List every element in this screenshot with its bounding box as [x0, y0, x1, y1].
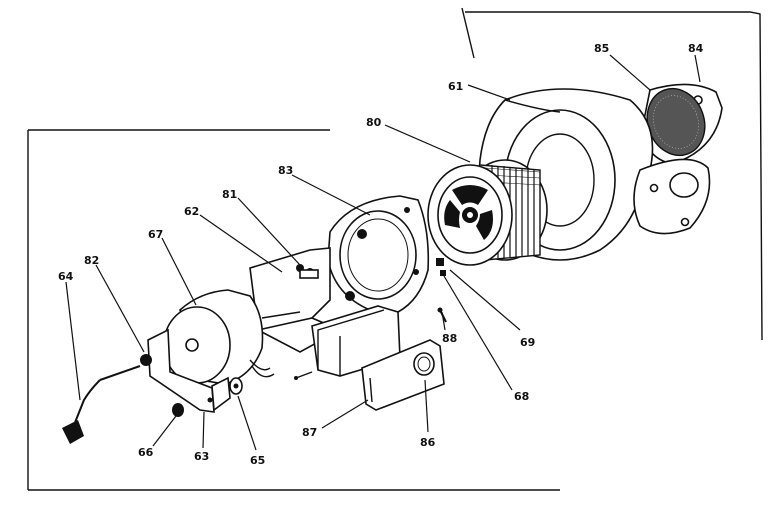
switch-icon: [99, 354, 152, 381]
motor-icon: [163, 289, 301, 385]
callout-labels: 84 85 61 80 83 81 62 67 82 64 88 69 68 8…: [58, 42, 704, 467]
callout-88: 88: [442, 332, 457, 345]
callout-84: 84: [688, 42, 704, 55]
callout-61: 61: [448, 80, 463, 93]
callout-62: 62: [184, 205, 199, 218]
callout-85: 85: [594, 42, 609, 55]
callout-63: 63: [194, 450, 209, 463]
blower-wheel-icon: [427, 159, 548, 266]
nut-icon: [436, 258, 446, 276]
callout-82: 82: [84, 254, 99, 267]
callout-87: 87: [302, 426, 317, 439]
callout-66: 66: [138, 446, 154, 459]
callout-81: 81: [222, 188, 237, 201]
motor-mount-bracket-icon: [327, 195, 430, 313]
cord-bushing-icon: [172, 403, 184, 417]
leader-lines: [65, 54, 701, 451]
callout-68: 68: [514, 390, 529, 403]
power-cord-icon: [62, 379, 101, 444]
diagram-frame: [27, 7, 763, 491]
callout-86: 86: [420, 436, 436, 449]
callout-65: 65: [250, 454, 265, 467]
knob-icon: [361, 339, 445, 411]
callout-67: 67: [148, 228, 163, 241]
base-bracket-icon: [147, 328, 231, 413]
callout-83: 83: [278, 164, 293, 177]
outlet-flange-icon: [633, 158, 711, 235]
screw-icon: [437, 307, 447, 323]
callout-69: 69: [520, 336, 535, 349]
callout-64: 64: [58, 270, 74, 283]
control-box-icon: [294, 305, 401, 380]
callout-80: 80: [366, 116, 382, 129]
grommet-icon: [229, 377, 243, 395]
